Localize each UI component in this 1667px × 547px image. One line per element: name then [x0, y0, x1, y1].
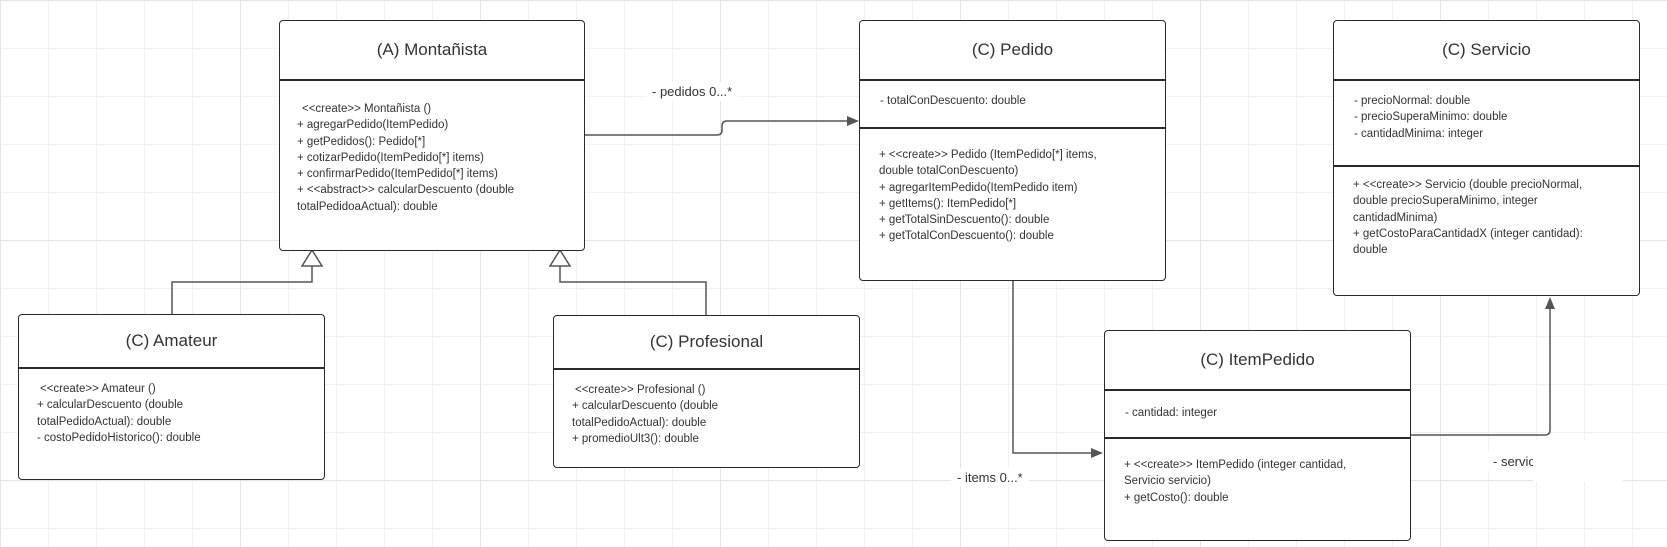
operation-item: cantidadMinima) — [1353, 211, 1438, 224]
class-title: (C) ItemPedido — [1105, 331, 1410, 391]
operation-item: double totalConDescuento) — [879, 165, 1019, 178]
class-operations: <<create>> Amateur () + calcularDescuent… — [19, 369, 324, 479]
operation-item: <<create>> Montañista () — [302, 103, 432, 115]
operation-item: + <<create>> Servicio (double precioNorm… — [1353, 179, 1583, 191]
operation-item: + <<create>> ItemPedido (integer cantida… — [1124, 459, 1347, 471]
class-operations: + <<create>> ItemPedido (integer cantida… — [1105, 439, 1410, 540]
operation-item: <<create>> Amateur () — [40, 383, 156, 395]
class-title: (C) Pedido — [860, 21, 1165, 81]
class-attributes: - precioNormal: double - precioSuperaMin… — [1334, 81, 1639, 167]
operation-item: + promedioUlt3(): double — [572, 432, 699, 445]
operation-item: Servicio servicio) — [1124, 475, 1211, 488]
operation-item: totalPedidoActual): double — [572, 416, 707, 429]
attribute-item: - cantidad: integer — [1125, 407, 1218, 419]
operation-item: + getTotalConDescuento(): double — [879, 230, 1054, 243]
association-items-arrowhead — [1091, 448, 1103, 458]
white-patch — [1533, 440, 1623, 482]
operation-item: + confirmarPedido(ItemPedido[*] items) — [297, 168, 499, 181]
operation-item: + getCosto(): double — [1124, 491, 1229, 504]
attribute-item: - precioSuperaMinimo: double — [1354, 111, 1508, 124]
operation-item: + cotizarPedido(ItemPedido[*] items) — [297, 151, 484, 164]
operation-item: + calcularDescuento (double — [572, 400, 719, 413]
label-pedidos: - pedidos 0...* — [646, 82, 739, 101]
class-title: (C) Profesional — [554, 316, 859, 370]
operation-item: double — [1353, 244, 1388, 257]
class-attributes: - cantidad: integer — [1105, 391, 1410, 439]
association-servicio — [1411, 308, 1551, 436]
association-pedidos — [584, 120, 850, 136]
class-operations: + <<create>> Pedido (ItemPedido[*] items… — [860, 129, 1165, 280]
operation-item: totalPedidoActual): double — [37, 415, 172, 428]
attribute-item: - precioNormal: double — [1354, 95, 1471, 107]
operation-item: + getItems(): ItemPedido[*] — [879, 197, 1017, 210]
class-title: (C) Amateur — [19, 315, 324, 369]
class-operations: <<create>> Montañista () + agregarPedido… — [280, 81, 584, 250]
operation-item: + <<abstract>> calcularDescuento (double — [297, 184, 515, 197]
operation-item: + getCostoParaCantidadX (integer cantida… — [1353, 227, 1583, 240]
operation-item: + getPedidos(): Pedido[*] — [297, 135, 426, 148]
operation-item: - costoPedidoHistorico(): double — [37, 431, 201, 444]
generalization-amateur-montanista — [171, 266, 313, 315]
generalization-arrowhead-amateur — [300, 248, 324, 267]
class-title: (A) Montañista — [280, 21, 584, 81]
class-profesional[interactable]: (C) Profesional <<create>> Profesional (… — [553, 315, 860, 468]
class-pedido[interactable]: (C) Pedido - totalConDescuento: double +… — [859, 20, 1166, 281]
operation-item: + agregarPedido(ItemPedido) — [297, 119, 449, 132]
association-pedidos-arrowhead — [847, 116, 859, 126]
operation-item: + <<create>> Pedido (ItemPedido[*] items… — [879, 149, 1097, 161]
operation-item: + getTotalSinDescuento(): double — [879, 214, 1050, 227]
operation-item: + agregarItemPedido(ItemPedido item) — [879, 181, 1078, 194]
class-operations: + <<create>> Servicio (double precioNorm… — [1334, 167, 1639, 295]
generalization-profesional-montanista — [559, 266, 707, 315]
label-items: - items 0...* — [951, 468, 1029, 487]
class-itempedido[interactable]: (C) ItemPedido - cantidad: integer + <<c… — [1104, 330, 1411, 541]
attribute-item: - totalConDescuento: double — [880, 95, 1026, 107]
operation-item: totalPedidoaActual): double — [297, 200, 438, 213]
class-montanista[interactable]: (A) Montañista <<create>> Montañista () … — [279, 20, 585, 251]
association-servicio-arrowhead — [1545, 297, 1555, 309]
association-items — [1012, 281, 1093, 454]
operation-item: <<create>> Profesional () — [575, 384, 706, 396]
class-title: (C) Servicio — [1334, 21, 1639, 81]
class-operations: <<create>> Profesional () + calcularDesc… — [554, 370, 859, 467]
generalization-arrowhead-profesional — [548, 248, 572, 267]
attribute-item: - cantidadMinima: integer — [1354, 127, 1484, 140]
operation-item: double precioSuperaMinimo, integer — [1353, 195, 1538, 208]
operation-item: + calcularDescuento (double — [37, 399, 184, 412]
class-amateur[interactable]: (C) Amateur <<create>> Amateur () + calc… — [18, 314, 325, 480]
class-attributes: - totalConDescuento: double — [860, 81, 1165, 129]
class-servicio[interactable]: (C) Servicio - precioNormal: double - pr… — [1333, 20, 1640, 296]
